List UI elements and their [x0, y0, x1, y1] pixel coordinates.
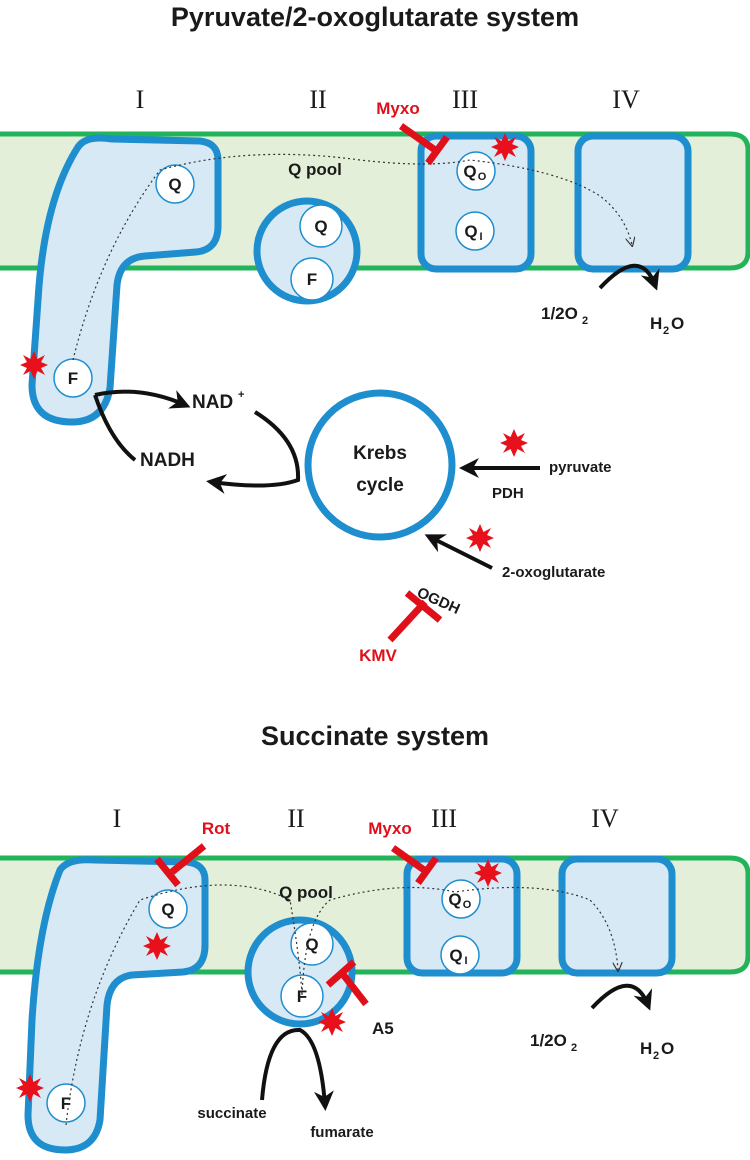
bottom-oxygen-label: 1/2O: [530, 1031, 567, 1050]
bottom-complex-i: [24, 856, 209, 1154]
top-complex-ii-q-site: [299, 204, 343, 248]
top-complex-label-ii: II: [309, 85, 326, 114]
bottom-fumarate-label: fumarate: [310, 1124, 373, 1141]
top-oxoglutarate-label: 2-oxoglutarate: [502, 564, 605, 581]
bottom-a5-label: A5: [372, 1019, 394, 1038]
top-title: Pyruvate/2-oxoglutarate system: [171, 2, 579, 32]
top-complex-i: [28, 134, 222, 426]
bottom-complex-iii-qo-sub: O: [463, 899, 472, 911]
top-complex-i-f-label: F: [68, 369, 78, 388]
bottom-complex-i-q-site: [148, 889, 188, 929]
top-complex-iii-qo-site: [456, 151, 496, 191]
bottom-q-pool-label: Q pool: [279, 883, 333, 902]
top-complex-iii-qi-label: Q: [464, 222, 477, 241]
top-krebs-line2: cycle: [356, 475, 404, 496]
bottom-complex-ii-q-site: [290, 922, 334, 966]
bottom-complex-label-iii: III: [431, 804, 457, 833]
bottom-complex-i-q-label: Q: [161, 900, 174, 919]
top-complex-iii-qi-site: [455, 211, 495, 251]
top-complex-ii-f-site: [290, 257, 334, 301]
top-myxo-inhibition-bar-icon: [398, 123, 441, 155]
bottom-a5-inhibition-cap: [325, 959, 357, 988]
bottom-water-label: H: [640, 1039, 652, 1058]
bottom-rot-inhibition-cap: [154, 856, 181, 888]
top-water-sub: 2: [663, 325, 669, 337]
bottom-complex-iii-qo-label: Q: [448, 890, 461, 909]
top-oxygen-sub: 2: [582, 315, 588, 327]
top-krebs-line1: Krebs: [353, 443, 407, 464]
bottom-complex-ii-f-site: [280, 974, 324, 1018]
bottom-water-end: O: [661, 1039, 674, 1058]
top-nadh-curve: [93, 394, 137, 462]
bottom-rot-inhibition-bar-icon: [169, 843, 207, 875]
top-nad-sup: +: [238, 389, 244, 401]
top-water-label: H: [650, 314, 662, 333]
top-complex-ii-q-label: Q: [314, 217, 327, 236]
top-complex-iii-qi-sub: I: [479, 231, 482, 243]
top-complex-iv: [574, 132, 692, 273]
bottom-succinate-label: succinate: [197, 1105, 266, 1122]
bottom-complex-ii-f-label: F: [297, 987, 307, 1006]
bottom-complex-i-f-label: F: [61, 1094, 71, 1113]
bottom-complex-iii-qi-label: Q: [449, 946, 462, 965]
bottom-complex-label-iv: IV: [591, 804, 619, 833]
top-complex-iii: [417, 132, 535, 273]
bottom-complex-iii-qi-sub: I: [464, 955, 467, 967]
bottom-myxo-inhibition-cap: [415, 855, 439, 886]
top-electron-path: [72, 153, 632, 361]
bottom-complex-iii-qi-site: [440, 935, 480, 975]
bottom-complex-label-ii: II: [287, 804, 304, 833]
top-q-pool-label: Q pool: [288, 160, 342, 179]
top-complex-i-q-site: [155, 164, 195, 204]
top-complex-label-iv: IV: [612, 85, 640, 114]
top-water-end: O: [671, 314, 684, 333]
bottom-panel: Succinate system I II III IV Q F Rot Q F…: [0, 721, 750, 1154]
bottom-complex-i-f-site: [46, 1083, 86, 1123]
top-krebs-cycle: [304, 389, 456, 541]
top-nad-arrow-icon: [94, 389, 191, 409]
top-complex-iii-qo-sub: O: [478, 171, 487, 183]
bottom-complex-iv: [558, 855, 676, 977]
top-nadh-label: NADH: [140, 450, 195, 471]
top-nad-label: NAD: [192, 392, 233, 413]
bottom-rot-label: Rot: [202, 819, 231, 838]
top-oxygen-label: 1/2O: [541, 304, 578, 323]
bottom-water-sub: 2: [653, 1050, 659, 1062]
top-kmv-inhibition-bar-icon: [387, 599, 428, 643]
top-pdh-label: PDH: [492, 485, 524, 502]
bottom-a5-inhibition-bar-icon: [339, 970, 369, 1007]
top-complex-i-q-label: Q: [168, 175, 181, 194]
top-ros-burst-icon-pdh: [500, 429, 528, 457]
top-kmv-label: KMV: [359, 646, 397, 665]
top-pyruvate-label: pyruvate: [549, 459, 612, 476]
bottom-oxygen-sub: 2: [571, 1042, 577, 1054]
top-complex-iii-qo-label: Q: [463, 162, 476, 181]
bottom-electron-path: [65, 884, 618, 1126]
top-myxo-inhibition-cap: [425, 134, 450, 166]
top-oxoglutarate-arrow-icon: [424, 534, 493, 570]
bottom-title: Succinate system: [261, 721, 489, 751]
bottom-myxo-label: Myxo: [368, 819, 411, 838]
top-oxygen-arrow-icon: [598, 263, 660, 291]
bottom-complex-iii-qo-site: [441, 879, 481, 919]
top-kmv-inhibition-cap: [404, 590, 443, 623]
bottom-oxygen-arrow-icon: [590, 983, 653, 1011]
top-complex-ii-f-label: F: [307, 270, 317, 289]
top-complex-label-i: I: [136, 85, 145, 114]
bottom-complex-label-i: I: [113, 804, 122, 833]
top-ros-burst-icon-ogdh: [466, 524, 494, 552]
top-complex-label-iii: III: [452, 85, 478, 114]
top-krebs-to-nadh-arrow-icon: [206, 410, 301, 494]
bottom-myxo-inhibition-bar-icon: [390, 845, 430, 875]
bottom-succinate-arrow-icon: [260, 1027, 334, 1111]
top-myxo-label: Myxo: [376, 99, 419, 118]
top-panel: Pyruvate/2-oxoglutarate system I II III …: [0, 2, 750, 665]
